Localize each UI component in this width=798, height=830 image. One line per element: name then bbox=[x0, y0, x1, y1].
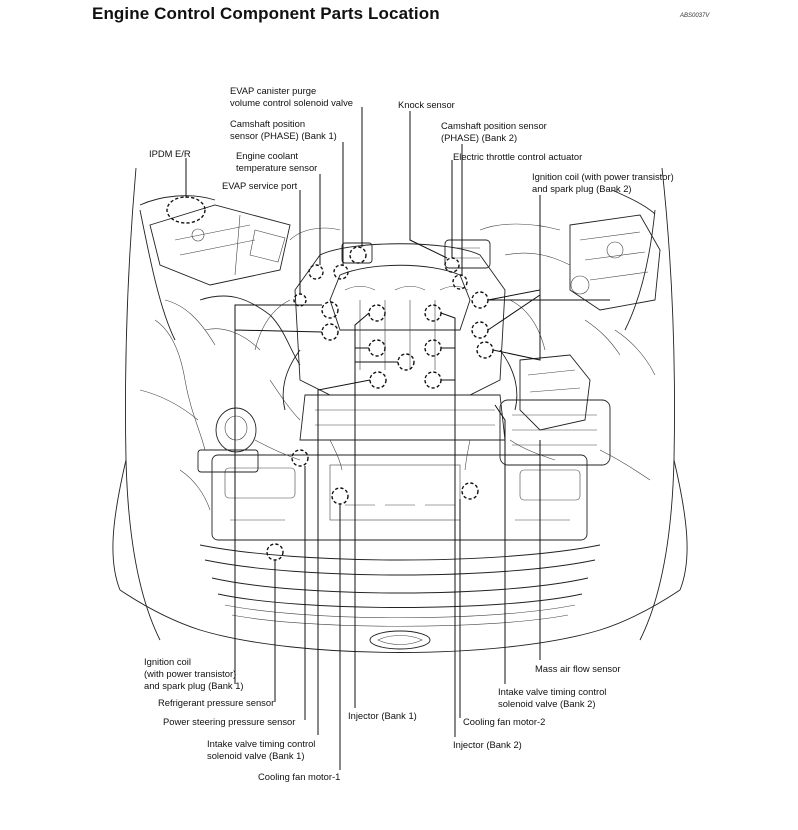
locator-ign-b1-b bbox=[321, 323, 339, 341]
label-line: IPDM E/R bbox=[149, 148, 191, 159]
label-cooling-fan-2: Cooling fan motor-2 bbox=[463, 716, 545, 728]
label-line: and spark plug (Bank 1) bbox=[144, 680, 244, 691]
label-line: Knock sensor bbox=[398, 99, 455, 110]
locator-evap-purge bbox=[349, 246, 367, 264]
label-line: solenoid valve (Bank 1) bbox=[207, 750, 305, 761]
label-line: Camshaft position sensor bbox=[441, 120, 547, 131]
label-line: Intake valve timing control bbox=[207, 738, 316, 749]
label-knock-sensor: Knock sensor bbox=[398, 99, 455, 111]
label-line: EVAP service port bbox=[222, 180, 298, 191]
label-engine-coolant: Engine coolant temperature sensor bbox=[236, 150, 317, 174]
label-line: Cooling fan motor-2 bbox=[463, 716, 546, 727]
label-line: Mass air flow sensor bbox=[535, 663, 621, 674]
locator-fan-motor-2 bbox=[461, 482, 479, 500]
locator-fan-motor-1 bbox=[331, 487, 349, 505]
leader-lines bbox=[185, 107, 610, 770]
label-cooling-fan-1: Cooling fan motor-1 bbox=[258, 771, 340, 783]
label-line: sensor (PHASE) (Bank 1) bbox=[230, 130, 337, 141]
label-refrigerant-pressure: Refrigerant pressure sensor bbox=[158, 697, 274, 709]
label-line: Ignition coil (with power transistor) bbox=[532, 171, 674, 182]
locator-coolant bbox=[308, 264, 324, 280]
vehicle-body-outline bbox=[112, 167, 688, 641]
label-line: Ignition coil bbox=[144, 656, 191, 667]
label-line: volume control solenoid valve bbox=[230, 97, 353, 108]
locator-ipdm bbox=[166, 196, 206, 224]
label-ignition-bank2: Ignition coil (with power transistor) an… bbox=[532, 171, 674, 195]
label-line: Electric throttle control actuator bbox=[453, 151, 583, 162]
left-side-components bbox=[139, 295, 301, 511]
locator-ign-b2-b bbox=[476, 341, 494, 359]
front-bumper bbox=[199, 544, 601, 653]
locator-injector-2c bbox=[424, 371, 442, 389]
label-ignition-bank1: Ignition coil (with power transistor) an… bbox=[144, 656, 244, 692]
label-camshaft-bank1: Camshaft position sensor (PHASE) (Bank 1… bbox=[230, 118, 337, 142]
label-intake-valve-bank2: Intake valve timing control solenoid val… bbox=[498, 686, 606, 710]
label-power-steering: Power steering pressure sensor bbox=[163, 716, 295, 728]
label-mass-air-flow: Mass air flow sensor bbox=[535, 663, 620, 675]
locator-injector-2a bbox=[424, 304, 442, 322]
label-evap-canister-purge: EVAP canister purge volume control solen… bbox=[230, 85, 353, 109]
locator-camshaft-b2 bbox=[452, 274, 468, 290]
label-line: Injector (Bank 2) bbox=[453, 739, 522, 750]
label-line: (with power transistor) bbox=[144, 668, 237, 679]
label-line: solenoid valve (Bank 2) bbox=[498, 698, 596, 709]
label-line: Refrigerant pressure sensor bbox=[158, 697, 275, 708]
label-evap-service-port: EVAP service port bbox=[222, 180, 297, 192]
locator-injector-1b bbox=[368, 339, 386, 357]
locator-ps-sensor bbox=[291, 449, 309, 467]
locator-ign-b2-a bbox=[471, 321, 489, 339]
label-injector-bank2: Injector (Bank 2) bbox=[453, 739, 522, 751]
hoses-wiring bbox=[254, 223, 571, 471]
right-side-components bbox=[499, 214, 661, 481]
label-line: EVAP canister purge bbox=[230, 85, 317, 96]
locator-throttle bbox=[471, 291, 489, 309]
radiator-support bbox=[211, 454, 588, 541]
engine-intake-manifold bbox=[254, 239, 546, 441]
label-line: Cooling fan motor-1 bbox=[258, 771, 341, 782]
locator-camshaft-b1 bbox=[333, 264, 349, 280]
locator-ign-b1-a bbox=[321, 301, 339, 319]
locator-injector-2b bbox=[424, 339, 442, 357]
locator-injector-1a bbox=[368, 304, 386, 322]
label-line: Power steering pressure sensor bbox=[163, 716, 296, 727]
locator-ivt-b1 bbox=[369, 371, 387, 389]
figure-code: ABS0037V bbox=[680, 13, 710, 19]
ipdm-box bbox=[149, 204, 291, 286]
label-ipdm-er: IPDM E/R bbox=[149, 148, 191, 160]
label-line: Intake valve timing control bbox=[498, 686, 607, 697]
label-line: Camshaft position bbox=[230, 118, 306, 129]
page-title: Engine Control Component Parts Location bbox=[92, 4, 440, 23]
label-line: (PHASE) (Bank 2) bbox=[441, 132, 518, 143]
label-line: Injector (Bank 1) bbox=[348, 710, 417, 721]
label-electric-throttle: Electric throttle control actuator bbox=[453, 151, 582, 163]
label-intake-valve-bank1: Intake valve timing control solenoid val… bbox=[207, 738, 315, 762]
label-injector-bank1: Injector (Bank 1) bbox=[348, 710, 417, 722]
label-line: Engine coolant bbox=[236, 150, 299, 161]
label-camshaft-bank2: Camshaft position sensor (PHASE) (Bank 2… bbox=[441, 120, 547, 144]
label-line: temperature sensor bbox=[236, 162, 318, 173]
label-line: and spark plug (Bank 2) bbox=[532, 183, 632, 194]
locator-injector-1c bbox=[397, 353, 415, 371]
locator-refrigerant bbox=[266, 543, 284, 561]
locator-knock bbox=[444, 257, 460, 273]
